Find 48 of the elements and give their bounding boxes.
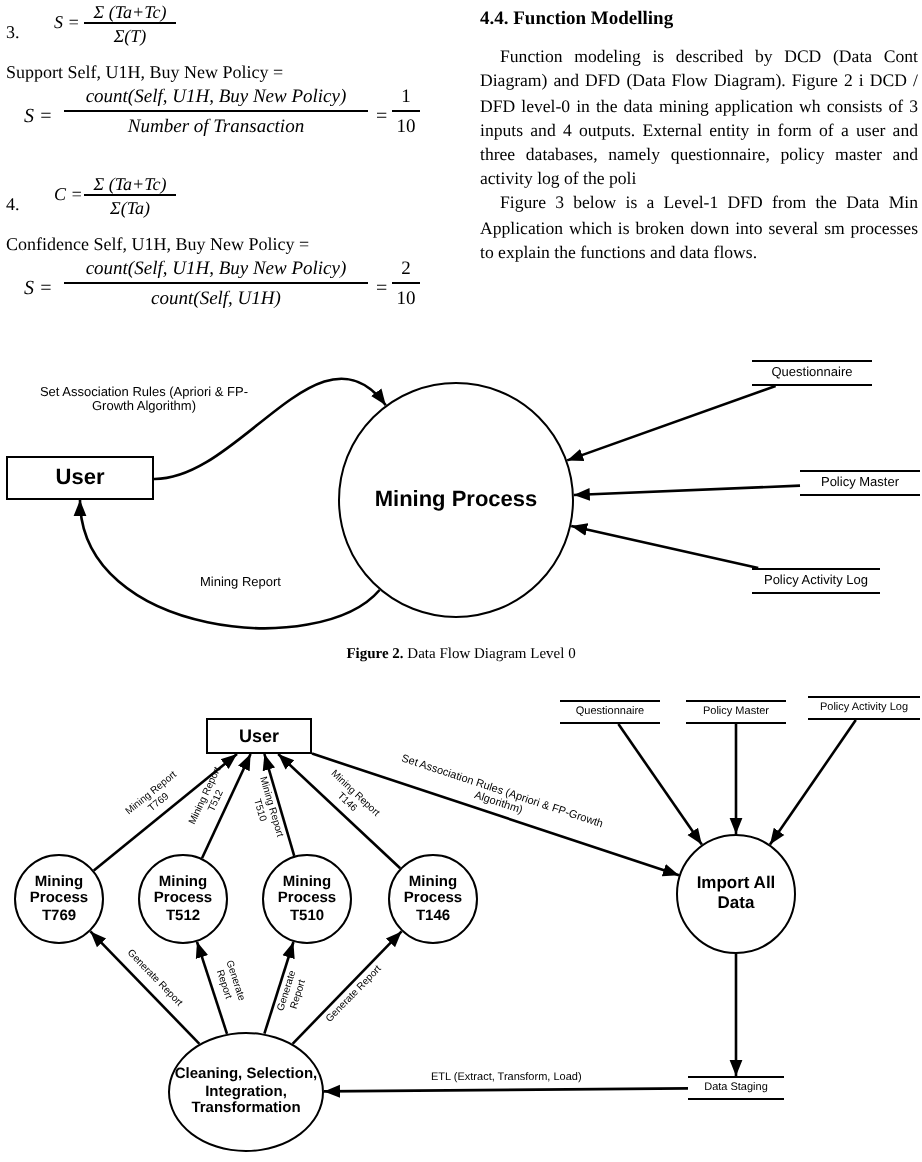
arrow: [291, 930, 403, 1045]
arrow: [324, 1084, 688, 1098]
fraction-numerator: count(Self, U1H, Buy New Policy): [64, 260, 368, 284]
formula-text: S =: [54, 12, 80, 33]
arrow: [768, 719, 857, 846]
arrow: [200, 753, 252, 859]
arrow: [262, 753, 296, 857]
list-number: 3.: [6, 22, 20, 43]
arrow: [92, 753, 238, 872]
fraction-denominator: Σ(T): [111, 26, 149, 47]
fraction-denominator: count(Self, U1H): [149, 290, 283, 312]
fraction-numerator: Σ (Ta+Tc): [84, 2, 176, 25]
formula-text: C =: [54, 184, 83, 205]
fraction-numerator: 2: [392, 260, 420, 284]
fraction-numerator: count(Self, U1H, Buy New Policy): [64, 88, 368, 112]
arrow: [311, 752, 680, 877]
section-heading: 4.4. Function Modelling: [480, 8, 676, 33]
formula-text: S =: [24, 278, 53, 301]
arrow: [573, 484, 801, 501]
arrow: [729, 954, 743, 1076]
arrow: [195, 941, 229, 1035]
formula-text: Confidence Self, U1H, Buy New Policy =: [6, 234, 310, 255]
body-paragraph: Figure 3 below is a Level-1 DFD from the Data Min Application which is broken down into several sm processes to explain the functions and data flows.: [480, 190, 918, 265]
list-number: 4.: [6, 194, 20, 215]
process-circle: Import All Data: [676, 834, 796, 954]
entity-box: User: [6, 456, 154, 500]
formula-text: Support Self, U1H, Buy New Policy =: [6, 62, 284, 83]
formula-text: S =: [24, 106, 53, 129]
arrow: [76, 499, 381, 630]
body-paragraph: Function modeling is described by DCD (Data Cont Diagram) and DFD (Data Flow Diagram). Figure 2 i DCD / DFD level-0 in the data mining application wh consists of 3 inputs and 4 outputs. External entity in form of a user and three databases, namely questionnaire, policy master and activity log of the poli: [480, 44, 918, 191]
arrow: [263, 941, 295, 1034]
arrow: [617, 723, 703, 846]
formula-text: =: [376, 106, 388, 129]
formula-text: =: [376, 278, 388, 301]
arrow: [570, 523, 759, 570]
entity-box: User: [206, 718, 312, 754]
arrow: [277, 753, 402, 870]
fraction-denominator: Σ(Ta): [107, 198, 153, 219]
arrow: [729, 724, 743, 834]
fraction-denominator: 10: [394, 290, 418, 312]
fraction-numerator: 1: [392, 88, 420, 112]
arrow: [153, 377, 387, 481]
arrow: [566, 384, 777, 462]
fraction-numerator: Σ (Ta+Tc): [84, 174, 176, 197]
process-circle: Mining Process: [338, 382, 574, 618]
fraction-denominator: Number of Transaction: [125, 118, 307, 140]
fraction-denominator: 10: [394, 118, 418, 140]
arrow: [89, 930, 201, 1045]
